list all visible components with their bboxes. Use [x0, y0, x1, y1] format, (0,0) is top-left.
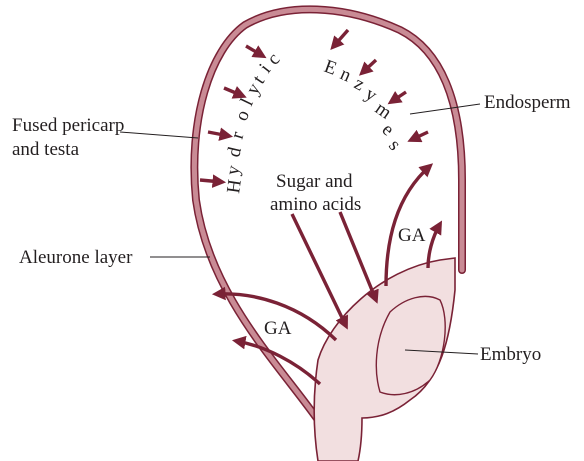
enzyme-arrow — [333, 30, 348, 47]
enzyme-arrow — [246, 46, 263, 56]
hydrolytic-letter: y — [222, 163, 244, 176]
fused-pericarp-label: Fused pericarp — [12, 115, 124, 136]
enzymes-letter: z — [351, 73, 368, 96]
enzymes-letter: y — [361, 83, 380, 106]
hydrolytic-letter: l — [237, 95, 258, 109]
enzymes-letter: s — [384, 135, 405, 155]
hydrolytic-letter: d — [223, 145, 246, 159]
sugar-label: Sugar and — [276, 171, 353, 192]
enzyme-arrow — [200, 180, 222, 182]
fused-pericarp-label: and testa — [12, 139, 80, 160]
endosperm-label: Endosperm — [484, 92, 571, 113]
aleurone-layer-label: Aleurone layer — [19, 247, 133, 268]
ga-label: GA — [398, 225, 426, 246]
pericarp-leader — [120, 132, 198, 138]
enzymes-letter: n — [337, 63, 355, 86]
ga-label: GA — [264, 318, 292, 339]
enzyme-arrow — [411, 132, 428, 140]
hydrolytic-letter: o — [231, 107, 254, 123]
enzyme-arrow — [391, 92, 406, 102]
sugar-arrow — [292, 214, 346, 326]
hydrolytic-letter: r — [227, 129, 249, 142]
enzymes-letter: e — [378, 119, 398, 140]
endosperm-leader — [410, 104, 480, 114]
hydrolytic-letter: H — [223, 178, 246, 195]
enzyme-arrow — [224, 88, 243, 96]
embryo-label: Embryo — [480, 344, 541, 365]
enzymes-letter: E — [321, 56, 339, 80]
sugar-label: amino acids — [270, 194, 361, 215]
enzyme-arrow — [362, 60, 376, 73]
sugar-arrow — [340, 212, 376, 300]
